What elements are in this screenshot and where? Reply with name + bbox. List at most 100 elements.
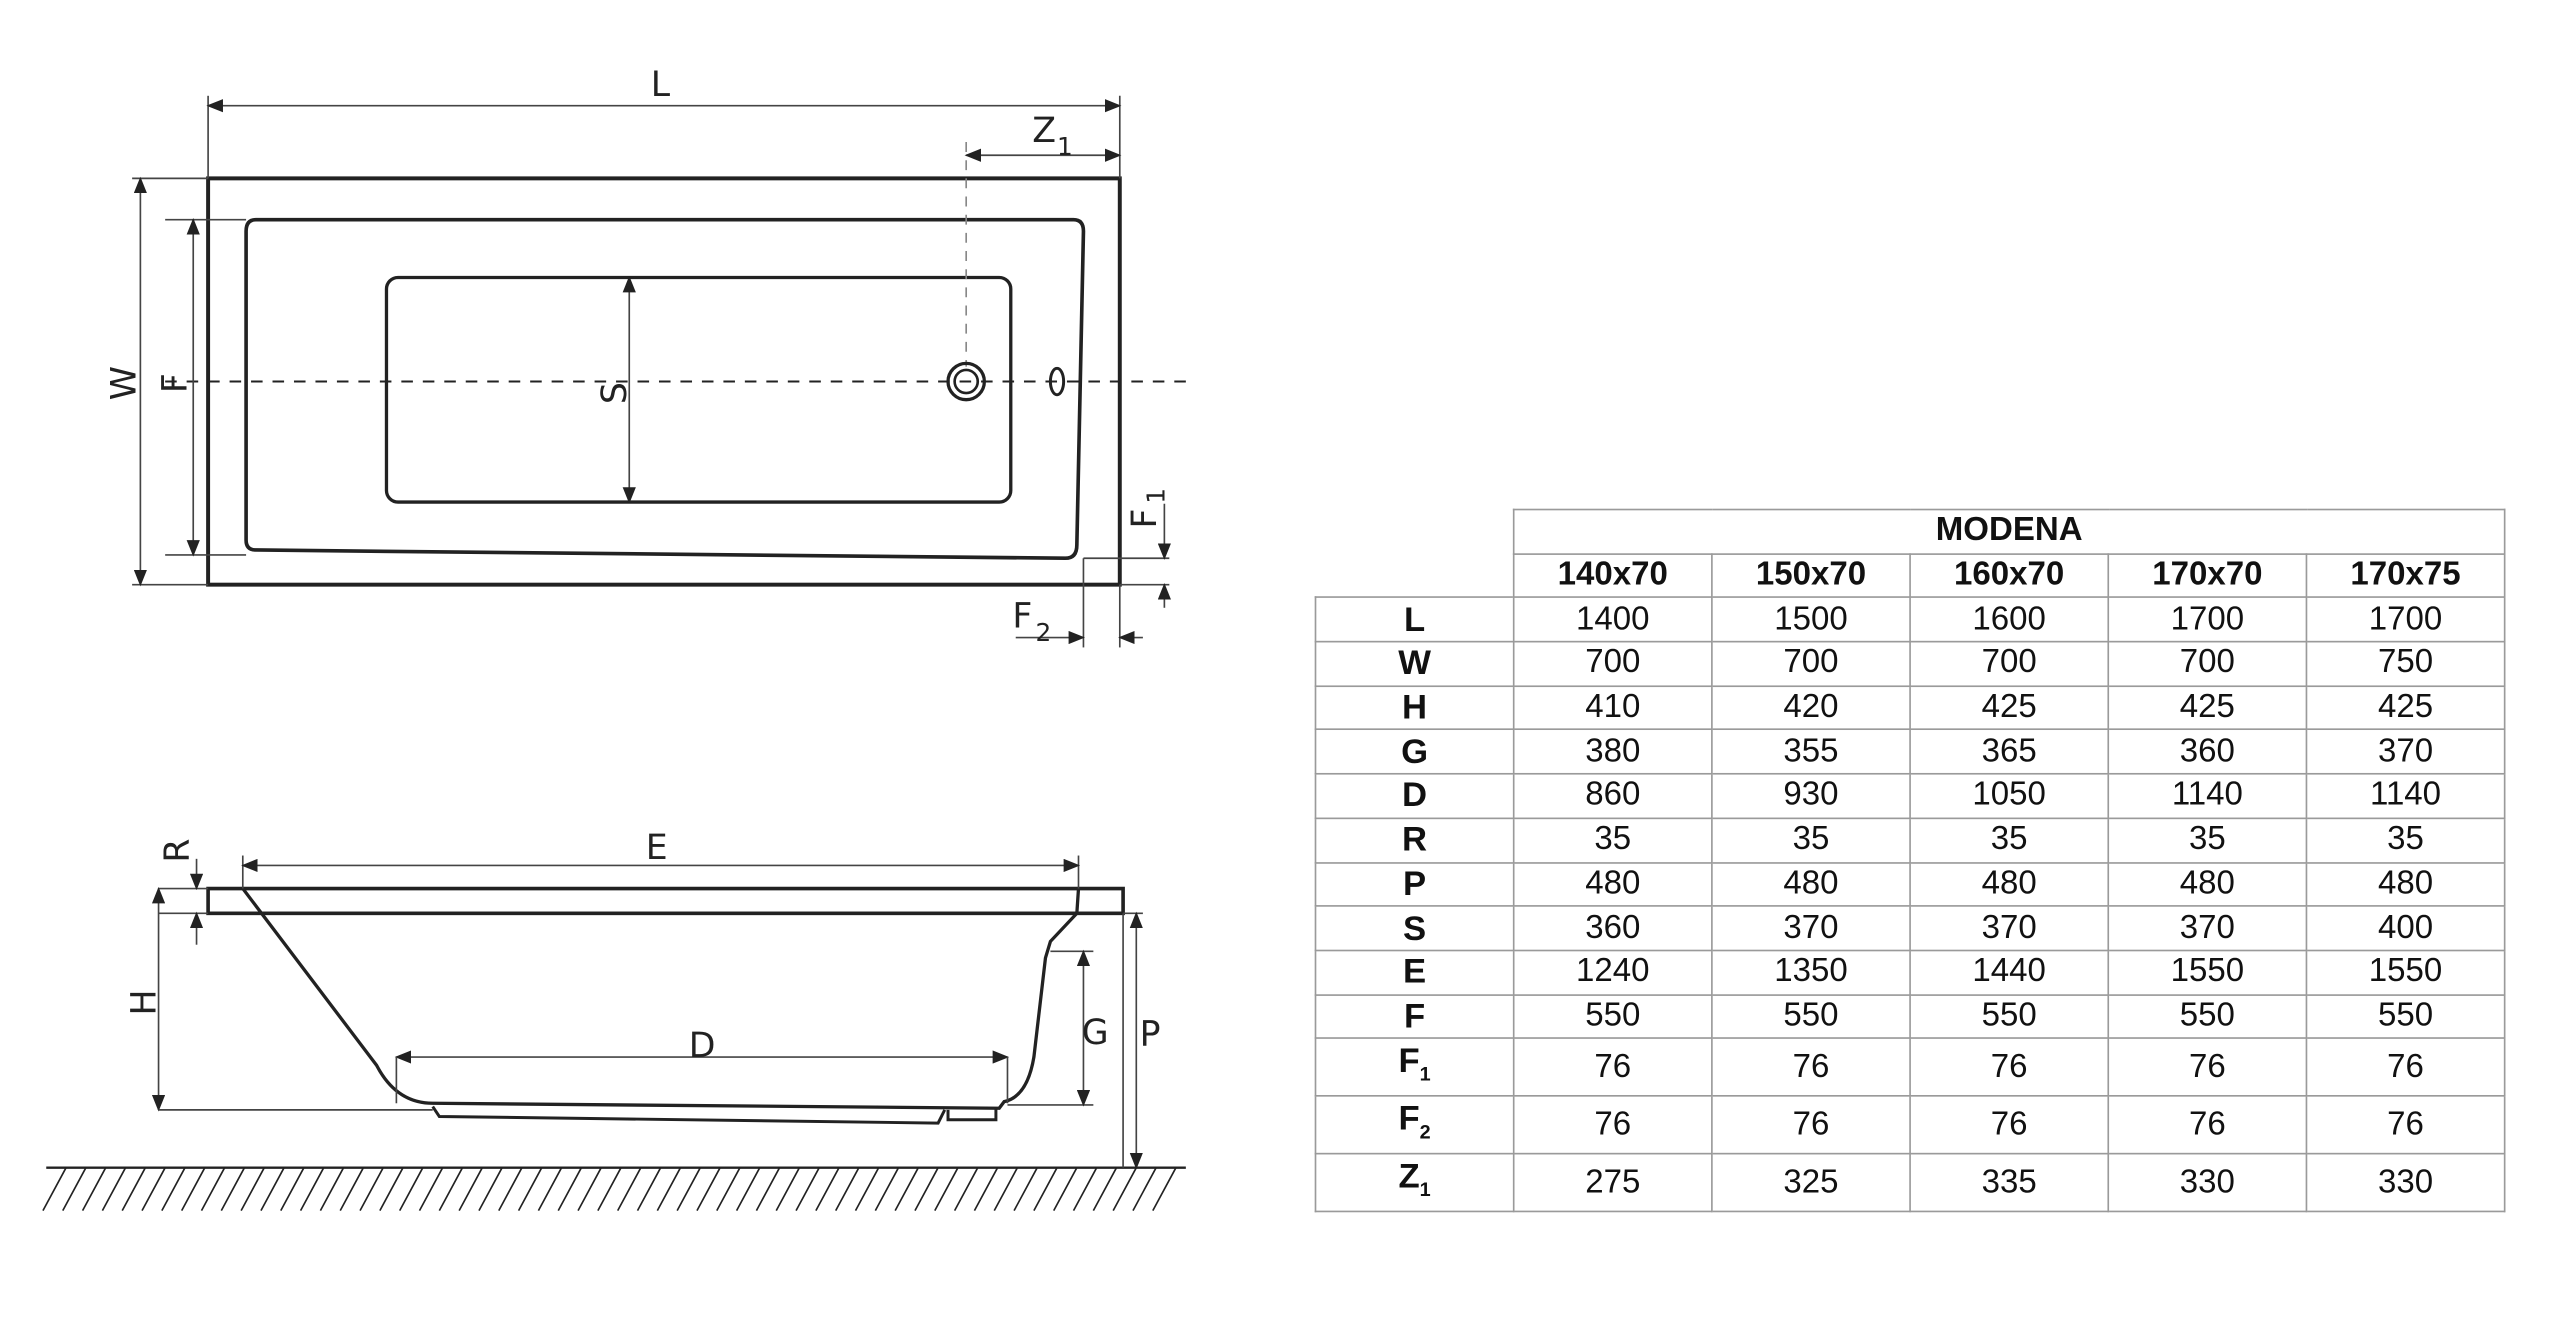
table-cell: 425 — [2107, 685, 2308, 731]
hatch-line — [517, 1167, 543, 1212]
hatch-line — [834, 1167, 860, 1212]
table-cell: 480 — [1711, 861, 1911, 908]
overflow-icon — [1048, 366, 1066, 397]
hatch-line — [934, 1167, 959, 1212]
hatch-line — [993, 1167, 1019, 1212]
table-cell: 76 — [1909, 1037, 2110, 1098]
row-label-text: W — [1398, 644, 1431, 683]
label-R: R — [157, 839, 197, 863]
hatch-line — [815, 1167, 840, 1212]
row-label-text: H — [1402, 688, 1428, 727]
column-header: 150x70 — [1711, 552, 1911, 599]
table-cell: 550 — [1711, 993, 1911, 1040]
row-label: W — [1314, 640, 1515, 687]
row-label: F1 — [1314, 1037, 1515, 1098]
table-cell: 355 — [1711, 729, 1911, 775]
row-label-text: P — [1403, 865, 1427, 904]
row-label-text: R — [1402, 821, 1428, 860]
label-G: G — [1082, 1013, 1109, 1053]
table-cell: 550 — [2107, 993, 2308, 1040]
table-cell: 370 — [1909, 905, 2110, 952]
row-label-text: D — [1402, 777, 1428, 816]
table-cell: 35 — [1711, 817, 1911, 863]
column-header: 160x70 — [1909, 552, 2110, 599]
table-cell: 420 — [1711, 685, 1911, 731]
row-label-text: F — [1398, 1099, 1420, 1138]
hatch-line — [1033, 1167, 1058, 1212]
hatch-line — [696, 1167, 721, 1212]
table-cell: 1400 — [1512, 596, 1713, 643]
hatch-line — [319, 1167, 345, 1212]
table-cell: 76 — [2305, 1037, 2506, 1098]
hatch-line — [339, 1167, 365, 1212]
table-cell: 1350 — [1711, 949, 1911, 996]
table-cell: 400 — [2305, 905, 2506, 952]
hatch-line — [438, 1167, 464, 1212]
hatch-line — [62, 1167, 87, 1212]
hatch-line — [161, 1167, 186, 1212]
table-cell: 330 — [2305, 1153, 2506, 1213]
hatch-line — [379, 1167, 404, 1212]
hatch-line — [101, 1167, 127, 1212]
label-F1: F — [1125, 509, 1165, 529]
row-label: H — [1314, 685, 1515, 731]
hatch-line — [141, 1167, 166, 1212]
label-W: W — [104, 366, 144, 400]
table-cell: 410 — [1512, 685, 1713, 731]
table-cell: 700 — [1711, 640, 1911, 687]
row-label: E — [1314, 949, 1515, 996]
hatch-line — [498, 1167, 523, 1212]
hatch-line — [398, 1167, 424, 1212]
side-view: E R H D G P — [42, 828, 1186, 1212]
row-label: S — [1314, 905, 1515, 952]
tub-body-profile — [241, 887, 1081, 1110]
top-view: L Z 1 W F S F 1 F 2 — [104, 65, 1190, 648]
hatch-line — [914, 1167, 939, 1212]
table-cell: 550 — [1512, 993, 1713, 1040]
table-cell: 76 — [1512, 1095, 1713, 1155]
hatch-line — [180, 1167, 206, 1212]
row-label-text: F — [1403, 997, 1426, 1036]
table-cell: 1140 — [2305, 773, 2506, 819]
floor-hatching — [42, 1167, 1177, 1212]
table-cell: 550 — [1909, 993, 2110, 1040]
hatch-line — [537, 1167, 563, 1212]
row-label-text: E — [1403, 953, 1427, 992]
hatch-line — [121, 1167, 147, 1212]
label-F2-sub: 2 — [1036, 618, 1052, 647]
table-cell: 1700 — [2107, 596, 2308, 643]
table-cell: 275 — [1512, 1153, 1713, 1213]
hatch-line — [1013, 1167, 1038, 1212]
label-F1-sub: 1 — [1141, 488, 1170, 504]
hatch-line — [597, 1167, 622, 1212]
hatch-line — [656, 1167, 682, 1212]
hatch-line — [458, 1167, 483, 1212]
row-label: F2 — [1314, 1095, 1515, 1155]
table-cell: 550 — [2305, 993, 2506, 1040]
label-L: L — [651, 65, 671, 105]
row-label: R — [1314, 817, 1515, 863]
row-label: F — [1314, 993, 1515, 1040]
table-cell: 76 — [1512, 1037, 1713, 1098]
hatch-line — [478, 1167, 503, 1212]
table-cell: 930 — [1711, 773, 1911, 819]
hatch-line — [854, 1167, 880, 1212]
table-cell: 1140 — [2107, 773, 2308, 819]
hatch-line — [299, 1167, 325, 1212]
table-cell: 425 — [1909, 685, 2110, 731]
row-label-text: F — [1398, 1041, 1420, 1080]
table-cell: 360 — [2107, 729, 2308, 775]
hatch-line — [1052, 1167, 1078, 1212]
row-label-text: G — [1401, 732, 1429, 771]
label-S: S — [595, 382, 635, 404]
tub-floor-outline — [384, 275, 1013, 504]
